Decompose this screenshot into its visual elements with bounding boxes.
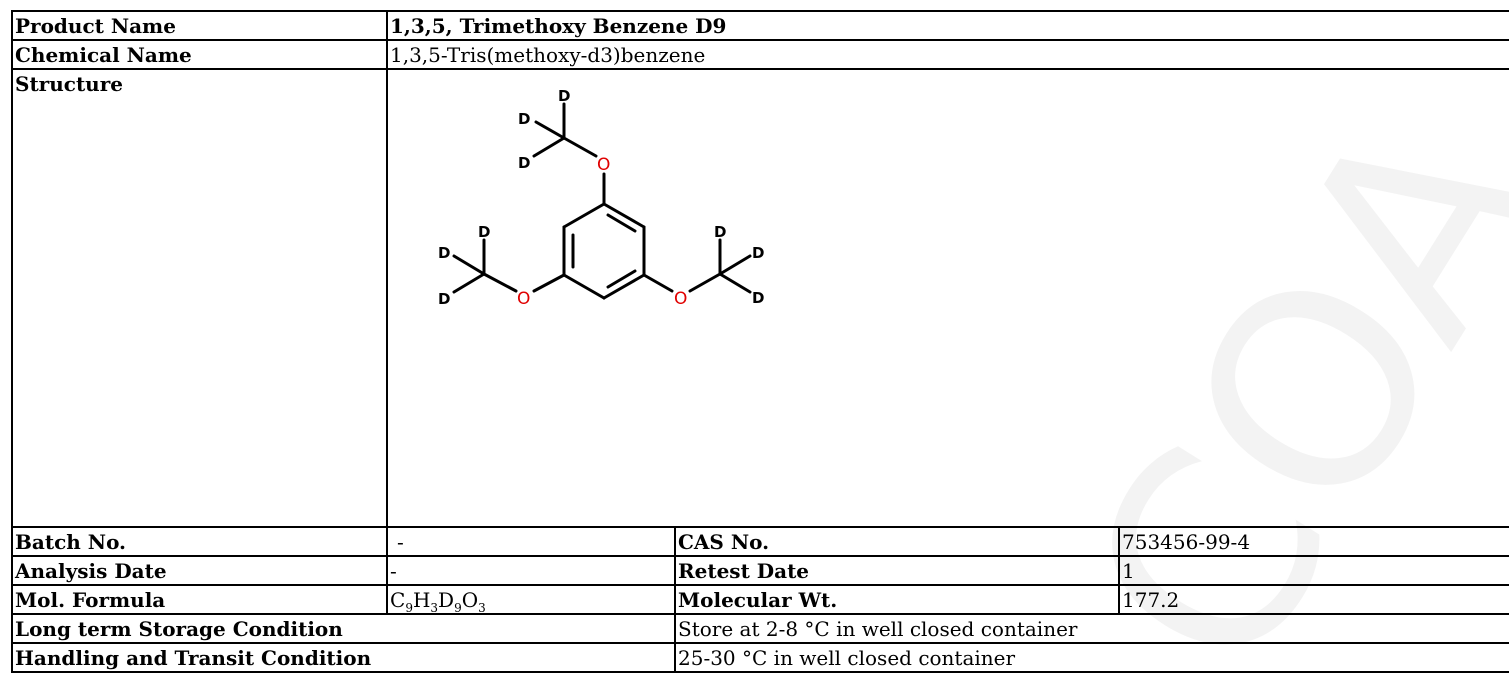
retest-date-label: Retest Date	[674, 555, 1120, 586]
formula-n: 9	[454, 601, 462, 614]
formula-n: 3	[478, 601, 486, 614]
batch-no-label: Batch No.	[11, 526, 388, 557]
handling-transit-label: Handling and Transit Condition	[11, 642, 676, 673]
atom-d: D	[438, 290, 450, 308]
formula-n: 3	[430, 601, 439, 614]
row-batch: Batch No. - CAS No. 753456-99-4	[11, 526, 1509, 557]
handling-transit-value: 25-30 °C in well closed container	[674, 642, 1509, 673]
mol-formula-label: Mol. Formula	[11, 584, 388, 615]
row-handling: Handling and Transit Condition 25-30 °C …	[11, 642, 1509, 673]
molecular-wt-value: 177.2	[1118, 584, 1509, 615]
batch-no-value: -	[386, 526, 676, 557]
long-term-storage-label: Long term Storage Condition	[11, 613, 676, 644]
atom-d: D	[752, 244, 764, 262]
cas-no-label: CAS No.	[674, 526, 1120, 557]
row-dates: Analysis Date - Retest Date 1	[11, 555, 1509, 586]
formula-el: C	[390, 588, 406, 612]
structure-diagram: O O O D D D D D D D D D	[438, 87, 764, 309]
formula-n: 9	[405, 601, 413, 614]
formula-el: H	[412, 588, 431, 612]
row-storage: Long term Storage Condition Store at 2-8…	[11, 613, 1509, 644]
row-chemical-name: Chemical Name 1,3,5-Tris(methoxy-d3)benz…	[11, 39, 1509, 70]
atom-o-top: O	[597, 155, 610, 175]
analysis-date-label: Analysis Date	[11, 555, 388, 586]
mol-formula-value: C9H3D9O3	[386, 584, 676, 615]
atom-d: D	[518, 154, 530, 172]
formula-el: D	[438, 588, 455, 612]
coa-table: Product Name 1,3,5, Trimethoxy Benzene D…	[11, 10, 1509, 673]
atom-o-right: O	[674, 289, 687, 309]
atom-d: D	[714, 223, 726, 241]
product-name-label: Product Name	[11, 10, 388, 41]
structure-label: Structure	[11, 68, 388, 528]
molecule-atoms: O O O D D D D D D D D D	[438, 87, 764, 309]
retest-date-value: 1	[1118, 555, 1509, 586]
formula-el: O	[461, 588, 479, 612]
chemical-name-value: 1,3,5-Tris(methoxy-d3)benzene	[386, 39, 1509, 70]
molecule-bonds	[452, 102, 752, 300]
atom-d: D	[438, 244, 450, 262]
row-formula: Mol. Formula C9H3D9O3 Molecular Wt. 177.…	[11, 584, 1509, 615]
analysis-date-value: -	[386, 555, 676, 586]
row-structure: Structure	[11, 68, 1509, 528]
atom-d: D	[478, 223, 490, 241]
cas-no-value: 753456-99-4	[1118, 526, 1509, 557]
chemical-name-label: Chemical Name	[11, 39, 388, 70]
atom-d: D	[518, 110, 530, 128]
structure-cell: O O O D D D D D D D D D	[386, 68, 1509, 528]
atom-d: D	[558, 87, 570, 105]
molecular-wt-label: Molecular Wt.	[674, 584, 1120, 615]
atom-o-left: O	[517, 289, 530, 309]
product-name-value: 1,3,5, Trimethoxy Benzene D9	[386, 10, 1509, 41]
atom-d: D	[752, 289, 764, 307]
row-product-name: Product Name 1,3,5, Trimethoxy Benzene D…	[11, 10, 1509, 41]
long-term-storage-value: Store at 2-8 °C in well closed container	[674, 613, 1509, 644]
